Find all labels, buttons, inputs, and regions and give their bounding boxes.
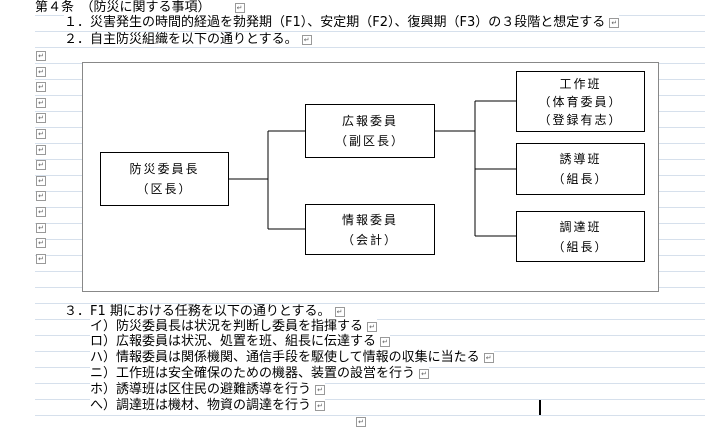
article-item[interactable]: １．災害発生の時間的経過を勃発期（F1）、安定期（F2）、復興期（F3）の３段階… bbox=[64, 15, 620, 30]
paragraph-mark-icon: ↵ bbox=[36, 175, 46, 186]
paragraph-mark-icon: ↵ bbox=[234, 2, 245, 13]
heading-text: ３．F1 期における任務を以下の通りとする。 bbox=[64, 304, 331, 319]
paragraph-mark-icon: ↵ bbox=[36, 238, 46, 249]
paragraph-mark-icon: ↵ bbox=[380, 336, 391, 347]
paragraph-mark-icon: ↵ bbox=[36, 191, 46, 202]
box-title: 広報委員 bbox=[341, 114, 398, 128]
box-sub: （会計） bbox=[341, 232, 398, 247]
paragraph-mark-icon: ↵ bbox=[36, 222, 46, 233]
paragraph-mark-icon: ↵ bbox=[36, 129, 46, 139]
paragraph-mark-icon: ↵ bbox=[36, 113, 46, 124]
box-supply[interactable]: 調達班 （組長） bbox=[516, 211, 645, 262]
task-item[interactable]: ハ）情報委員は関係機関、通信手段を駆使して情報の収集に当たる↵ bbox=[90, 350, 494, 365]
section3-heading[interactable]: ３．F1 期における任務を以下の通りとする。↵ bbox=[64, 304, 345, 319]
task-text: ニ）工作班は安全確保のための機器、装置の設営を行う bbox=[90, 366, 416, 381]
box-works[interactable]: 工作班 （体育委員） （登録有志） bbox=[516, 71, 645, 132]
item-text: ２．自主防災組織を以下の通りとする。 bbox=[64, 32, 298, 47]
item-text: １．災害発生の時間的経過を勃発期（F1）、安定期（F2）、復興期（F3）の３段階… bbox=[64, 15, 606, 30]
box-sub: （体育委員） bbox=[538, 94, 623, 109]
box-title: 誘導班 bbox=[559, 152, 602, 166]
paragraph-mark-icon: ↵ bbox=[315, 384, 326, 395]
paragraph-mark-icon: ↵ bbox=[356, 417, 366, 427]
box-title: 工作班 bbox=[559, 76, 602, 91]
box-pr[interactable]: 広報委員 （副区長） bbox=[305, 104, 435, 158]
box-sub: （区長） bbox=[136, 182, 193, 196]
task-text: ロ）広報委員は状況、処置を班、組長に伝達する bbox=[90, 334, 377, 349]
paragraph-mark-icon: ↵ bbox=[315, 400, 326, 411]
box-sub: （組長） bbox=[552, 239, 609, 254]
paragraph-mark-icon: ↵ bbox=[36, 66, 46, 77]
paragraph-mark-icon: ↵ bbox=[36, 160, 46, 171]
paragraph-mark-icon: ↵ bbox=[36, 253, 46, 264]
task-text: へ）調達班は機材、物資の調達を行う bbox=[90, 398, 312, 413]
org-chart[interactable]: 防災委員長 （区長） 広報委員 （副区長） 情報委員 （会計） 工作班 （体育委員） （登… bbox=[82, 62, 659, 292]
task-item[interactable]: へ）調達班は機材、物資の調達を行う↵ bbox=[90, 398, 326, 413]
box-sub: （組長） bbox=[552, 172, 609, 186]
box-info[interactable]: 情報委員 （会計） bbox=[305, 204, 435, 255]
article-title-text: 第４条 （防災に関する事項） bbox=[35, 0, 211, 15]
box-title: 調達班 bbox=[559, 219, 602, 234]
article-item[interactable]: ２．自主防災組織を以下の通りとする。↵ bbox=[64, 32, 312, 47]
paragraph-mark-icon: ↵ bbox=[301, 34, 312, 45]
paragraph-mark-icon: ↵ bbox=[36, 144, 46, 155]
paragraph-mark-icon: ↵ bbox=[609, 17, 620, 28]
task-text: ハ）情報委員は関係機関、通信手段を駆使して情報の収集に当たる bbox=[90, 350, 480, 365]
article-title[interactable]: 第４条 （防災に関する事項） ↵ bbox=[35, 0, 245, 15]
paragraph-mark-icon: ↵ bbox=[367, 321, 378, 332]
task-item[interactable]: ホ）誘導班は区住民の避難誘導を行う↵ bbox=[90, 382, 326, 397]
box-sub: （副区長） bbox=[334, 134, 405, 148]
paragraph-mark-icon: ↵ bbox=[334, 306, 345, 317]
text-cursor bbox=[539, 400, 541, 415]
paragraph-mark-icon: ↵ bbox=[36, 97, 46, 108]
box-title: 防災委員長 bbox=[129, 162, 200, 176]
box-sub: （登録有志） bbox=[538, 112, 623, 127]
box-title: 情報委員 bbox=[341, 212, 398, 227]
task-text: ホ）誘導班は区住民の避難誘導を行う bbox=[90, 382, 312, 397]
paragraph-mark-icon: ↵ bbox=[36, 51, 46, 61]
paragraph-mark-icon: ↵ bbox=[483, 352, 494, 363]
paragraph-mark-icon: ↵ bbox=[419, 368, 430, 379]
org-chart-connectors bbox=[228, 100, 517, 237]
task-item[interactable]: ニ）工作班は安全確保のための機器、装置の設営を行う↵ bbox=[90, 366, 430, 381]
paragraph-mark-icon: ↵ bbox=[36, 82, 46, 93]
task-text: イ）防災委員長は状況を判断し委員を指揮する bbox=[90, 319, 364, 334]
paragraph-mark-icon: ↵ bbox=[36, 207, 46, 217]
box-chief[interactable]: 防災委員長 （区長） bbox=[100, 152, 229, 206]
task-item[interactable]: イ）防災委員長は状況を判断し委員を指揮する↵ bbox=[90, 319, 378, 334]
task-item[interactable]: ロ）広報委員は状況、処置を班、組長に伝達する↵ bbox=[90, 334, 391, 349]
box-guide[interactable]: 誘導班 （組長） bbox=[516, 143, 645, 195]
